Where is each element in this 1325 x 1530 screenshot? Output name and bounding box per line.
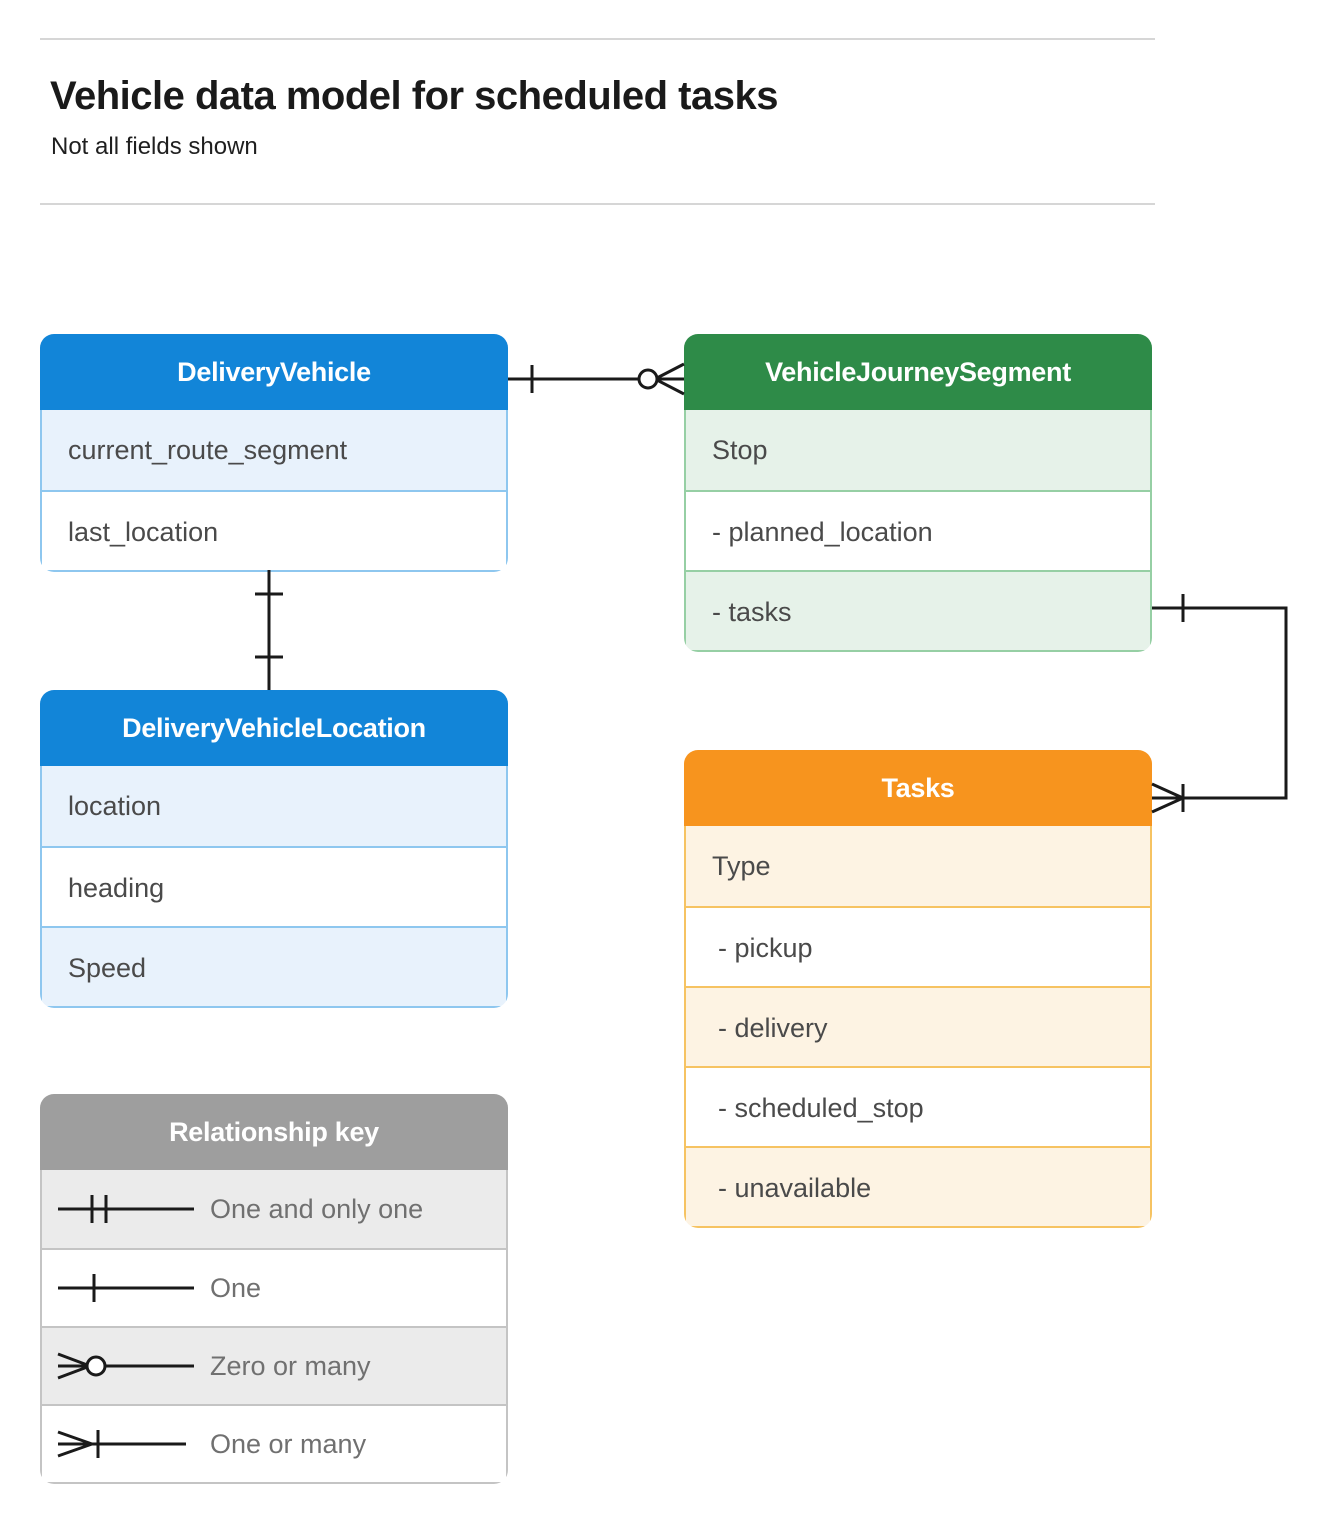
entity-row[interactable]: - delivery: [686, 986, 1150, 1066]
connector-delivery-vehicle-to-vehicle-journey-segment: [508, 362, 685, 396]
entity-row[interactable]: - planned_location: [686, 490, 1150, 570]
entity-delivery-vehicle-location-rows: location heading Speed: [40, 766, 508, 1008]
legend-item-one-and-only-one: One and only one: [42, 1170, 506, 1248]
entity-vehicle-journey-segment-title: VehicleJourneySegment: [684, 334, 1152, 410]
entity-row[interactable]: Speed: [42, 926, 506, 1006]
one-symbol: [42, 1268, 210, 1308]
connector-vehicle-journey-segment-to-tasks: [1151, 594, 1288, 814]
one-and-only-one-symbol: [42, 1189, 210, 1229]
relationship-key-rows: One and only one One Zero: [40, 1170, 508, 1484]
legend-item-label: One or many: [210, 1428, 367, 1459]
entity-tasks[interactable]: Tasks Type - pickup - delivery - schedul…: [684, 750, 1152, 1228]
relationship-key-title: Relationship key: [40, 1094, 508, 1170]
legend-item-label: One: [210, 1272, 262, 1303]
entity-row[interactable]: heading: [42, 846, 506, 926]
entity-row[interactable]: Type: [686, 826, 1150, 906]
entity-tasks-rows: Type - pickup - delivery - scheduled_sto…: [684, 826, 1152, 1228]
entity-delivery-vehicle-title: DeliveryVehicle: [40, 334, 508, 410]
legend-item-label: One and only one: [210, 1193, 424, 1224]
zero-or-many-symbol: [42, 1346, 210, 1386]
one-or-many-symbol: [42, 1424, 210, 1464]
entity-row[interactable]: - tasks: [686, 570, 1150, 650]
legend-item-one: One: [42, 1248, 506, 1326]
entity-tasks-title: Tasks: [684, 750, 1152, 826]
entity-vehicle-journey-segment-rows: Stop - planned_location - tasks: [684, 410, 1152, 652]
entity-delivery-vehicle-location-title: DeliveryVehicleLocation: [40, 690, 508, 766]
connector-delivery-vehicle-to-delivery-vehicle-location: [255, 570, 283, 690]
legend-item-label: Zero or many: [210, 1350, 371, 1381]
entity-row[interactable]: last_location: [42, 490, 506, 570]
relationship-key-legend: Relationship key One and only one One: [40, 1094, 508, 1484]
entity-row[interactable]: - unavailable: [686, 1146, 1150, 1226]
entity-row[interactable]: - pickup: [686, 906, 1150, 986]
entity-delivery-vehicle[interactable]: DeliveryVehicle current_route_segment la…: [40, 334, 508, 572]
entity-row[interactable]: - scheduled_stop: [686, 1066, 1150, 1146]
page-title: Vehicle data model for scheduled tasks: [50, 74, 778, 118]
entity-row[interactable]: Stop: [686, 410, 1150, 490]
legend-item-zero-or-many: Zero or many: [42, 1326, 506, 1404]
entity-row[interactable]: location: [42, 766, 506, 846]
header-divider-bottom: [40, 203, 1155, 205]
legend-item-one-or-many: One or many: [42, 1404, 506, 1482]
header-divider-top: [40, 38, 1155, 40]
entity-delivery-vehicle-rows: current_route_segment last_location: [40, 410, 508, 572]
entity-vehicle-journey-segment[interactable]: VehicleJourneySegment Stop - planned_loc…: [684, 334, 1152, 652]
page-subtitle: Not all fields shown: [51, 133, 258, 160]
entity-row[interactable]: current_route_segment: [42, 410, 506, 490]
entity-delivery-vehicle-location[interactable]: DeliveryVehicleLocation location heading…: [40, 690, 508, 1008]
